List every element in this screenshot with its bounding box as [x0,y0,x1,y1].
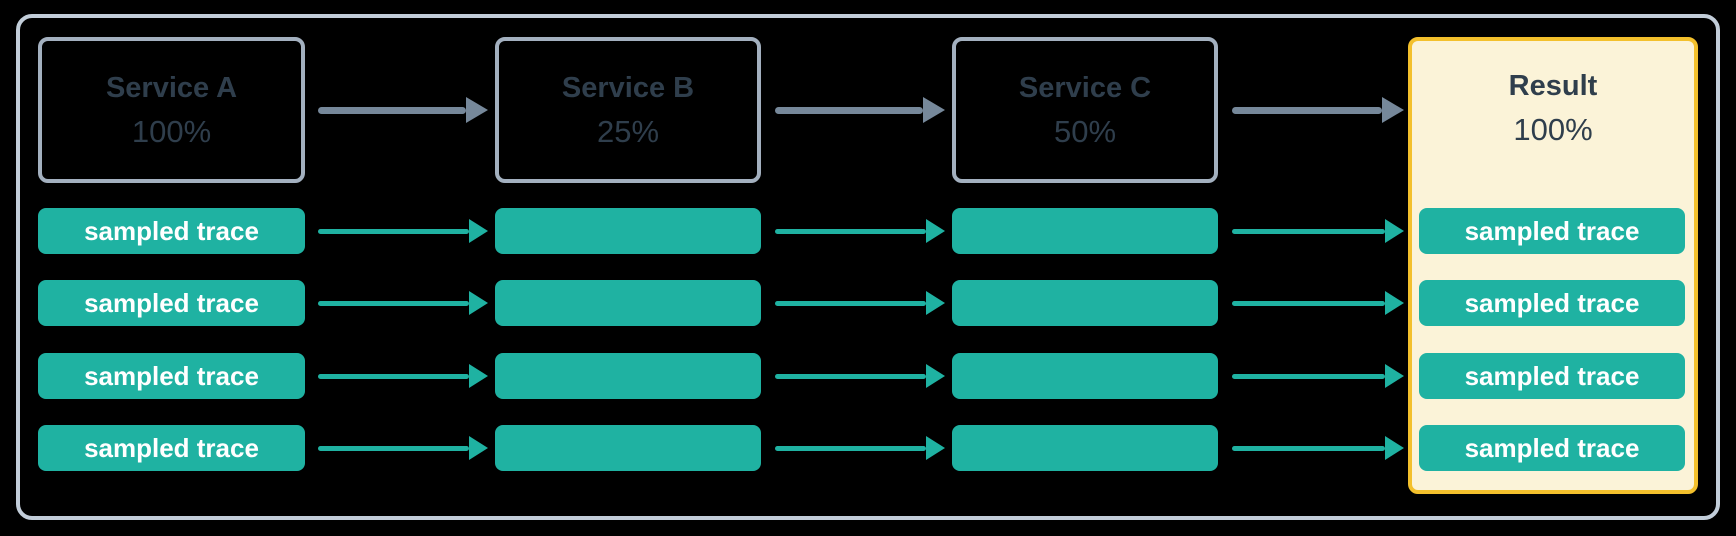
service-c-rate: 50% [1053,114,1117,149]
service-a-title: Service A [105,72,238,104]
result-rate: 100% [1513,112,1593,147]
pipeline-frame [16,14,1720,520]
sampled-trace-bar: sampled trace [38,208,305,254]
arrow-shaft [1232,300,1385,306]
trace-arrow-icon [318,364,488,388]
service-a-rate: 100% [131,114,212,149]
result-title: Result [1508,70,1598,102]
arrow-head [923,97,945,123]
service-a-box: Service A 100% [38,37,305,183]
arrow-shaft [318,300,469,306]
arrow-shaft [775,445,926,451]
arrow-head [1385,436,1404,460]
result-box: Result 100% [1408,37,1698,494]
service-b-box: Service B 25% [495,37,761,183]
arrow-head [926,219,945,243]
arrow-head [469,364,488,388]
arrow-shaft [1232,106,1382,114]
trace-arrow-icon [1232,436,1404,460]
sampled-trace-bar: sampled trace [1419,280,1685,326]
trace-arrow-icon [1232,291,1404,315]
arrow-shaft [318,373,469,379]
trace-bar [952,425,1218,471]
trace-arrow-icon [775,436,945,460]
flow-arrow-icon [775,97,945,123]
arrow-head [926,364,945,388]
arrow-head [1385,364,1404,388]
arrow-head [1385,219,1404,243]
arrow-head [926,291,945,315]
service-b-rate: 25% [596,114,660,149]
sampled-trace-bar: sampled trace [1419,353,1685,399]
trace-bar [952,280,1218,326]
arrow-shaft [775,300,926,306]
arrow-shaft [1232,228,1385,234]
trace-bar [952,353,1218,399]
arrow-head [926,436,945,460]
trace-arrow-icon [775,364,945,388]
trace-arrow-icon [1232,364,1404,388]
trace-bar [495,208,761,254]
arrow-shaft [318,228,469,234]
trace-arrow-icon [1232,219,1404,243]
arrow-shaft [318,445,469,451]
flow-arrow-icon [1232,97,1404,123]
trace-arrow-icon [318,219,488,243]
arrow-shaft [1232,373,1385,379]
sampled-trace-bar: sampled trace [38,280,305,326]
service-c-box: Service C 50% [952,37,1218,183]
service-c-title: Service C [1018,72,1152,104]
sampled-trace-bar: sampled trace [38,353,305,399]
flow-arrow-icon [318,97,488,123]
arrow-shaft [318,106,466,114]
trace-arrow-icon [318,291,488,315]
arrow-head [469,291,488,315]
sampled-trace-bar: sampled trace [1419,425,1685,471]
sampled-trace-bar: sampled trace [38,425,305,471]
trace-bar [495,353,761,399]
arrow-head [1385,291,1404,315]
trace-arrow-icon [318,436,488,460]
trace-bar [952,208,1218,254]
trace-bar [495,280,761,326]
arrow-head [1382,97,1404,123]
service-b-title: Service B [561,72,695,104]
arrow-shaft [775,373,926,379]
trace-arrow-icon [775,291,945,315]
trace-arrow-icon [775,219,945,243]
arrow-head [469,219,488,243]
arrow-shaft [775,106,923,114]
arrow-head [469,436,488,460]
arrow-head [466,97,488,123]
arrow-shaft [1232,445,1385,451]
sampled-trace-bar: sampled trace [1419,208,1685,254]
arrow-shaft [775,228,926,234]
trace-bar [495,425,761,471]
